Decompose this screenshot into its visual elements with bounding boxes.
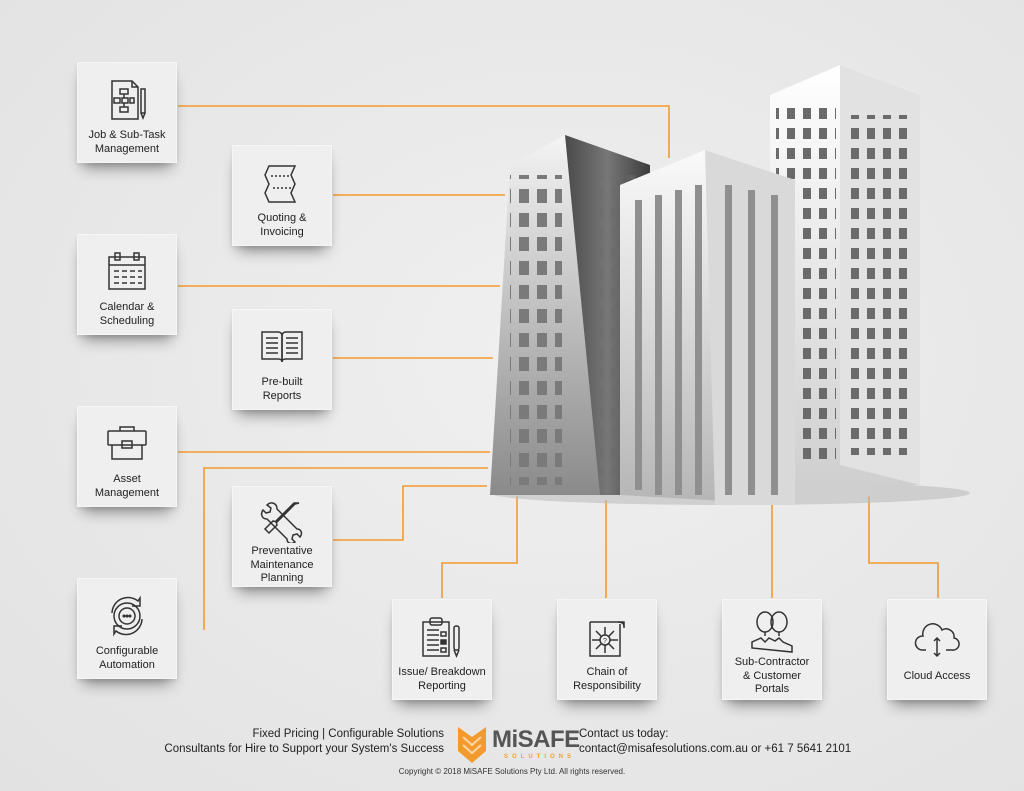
flowchart-document-pen-icon: [111, 80, 146, 121]
copyright-text: Copyright © 2018 MiSAFE Solutions Pty Lt…: [398, 767, 626, 776]
connector-cloud: [868, 496, 939, 598]
feature-card-calendar-scheduling: Calendar &Scheduling: [77, 234, 177, 335]
briefcase-icon: [107, 426, 147, 460]
connector-maintenance: [333, 485, 487, 541]
feature-card-quoting-invoicing: Quoting &Invoicing: [232, 145, 332, 246]
footer-contact: Contact us today: contact@misafesolution…: [579, 727, 851, 757]
footer-taglines: Fixed Pricing | Configurable Solutions C…: [164, 727, 444, 757]
connector-job: [178, 105, 670, 158]
two-people-icon: [751, 611, 793, 653]
brand-subtitle: SOLUTIONS: [504, 754, 576, 760]
contact-details-link[interactable]: contact@misafesolutions.com.au or +61 7 …: [579, 743, 852, 755]
connector-automation: [203, 467, 488, 630]
wrench-screwdriver-icon: [260, 502, 303, 543]
misafe-logo: MiSAFE SOLUTIONS: [456, 725, 580, 765]
contact-heading: Contact us today:: [579, 728, 669, 740]
cycle-arrows-icon: [111, 595, 143, 637]
buildings-illustration: [490, 65, 970, 505]
feature-label: Calendar &Scheduling: [99, 301, 155, 327]
feature-label: Quoting &Invoicing: [257, 212, 307, 238]
tagline-consultants: Consultants for Hire to Support your Sys…: [164, 743, 444, 755]
brand-name: MiSAFE: [492, 726, 580, 753]
connector-issue: [441, 496, 518, 598]
cloud-sync-icon: [914, 623, 960, 658]
clipboard-checklist-pen-icon: [422, 617, 460, 658]
tagline-pricing: Fixed Pricing | Configurable Solutions: [252, 728, 444, 740]
chevron-shield-logo-icon: [458, 727, 486, 763]
folded-receipt-icon: [264, 165, 297, 203]
feature-label: Cloud Access: [903, 670, 971, 682]
open-book-icon: [261, 331, 303, 363]
svg-text:?: ?: [603, 638, 607, 645]
scroll-arrows-question-icon: ?: [589, 621, 625, 657]
calendar-icon: [108, 252, 146, 290]
feature-card-cloud-access: Cloud Access: [887, 599, 987, 700]
